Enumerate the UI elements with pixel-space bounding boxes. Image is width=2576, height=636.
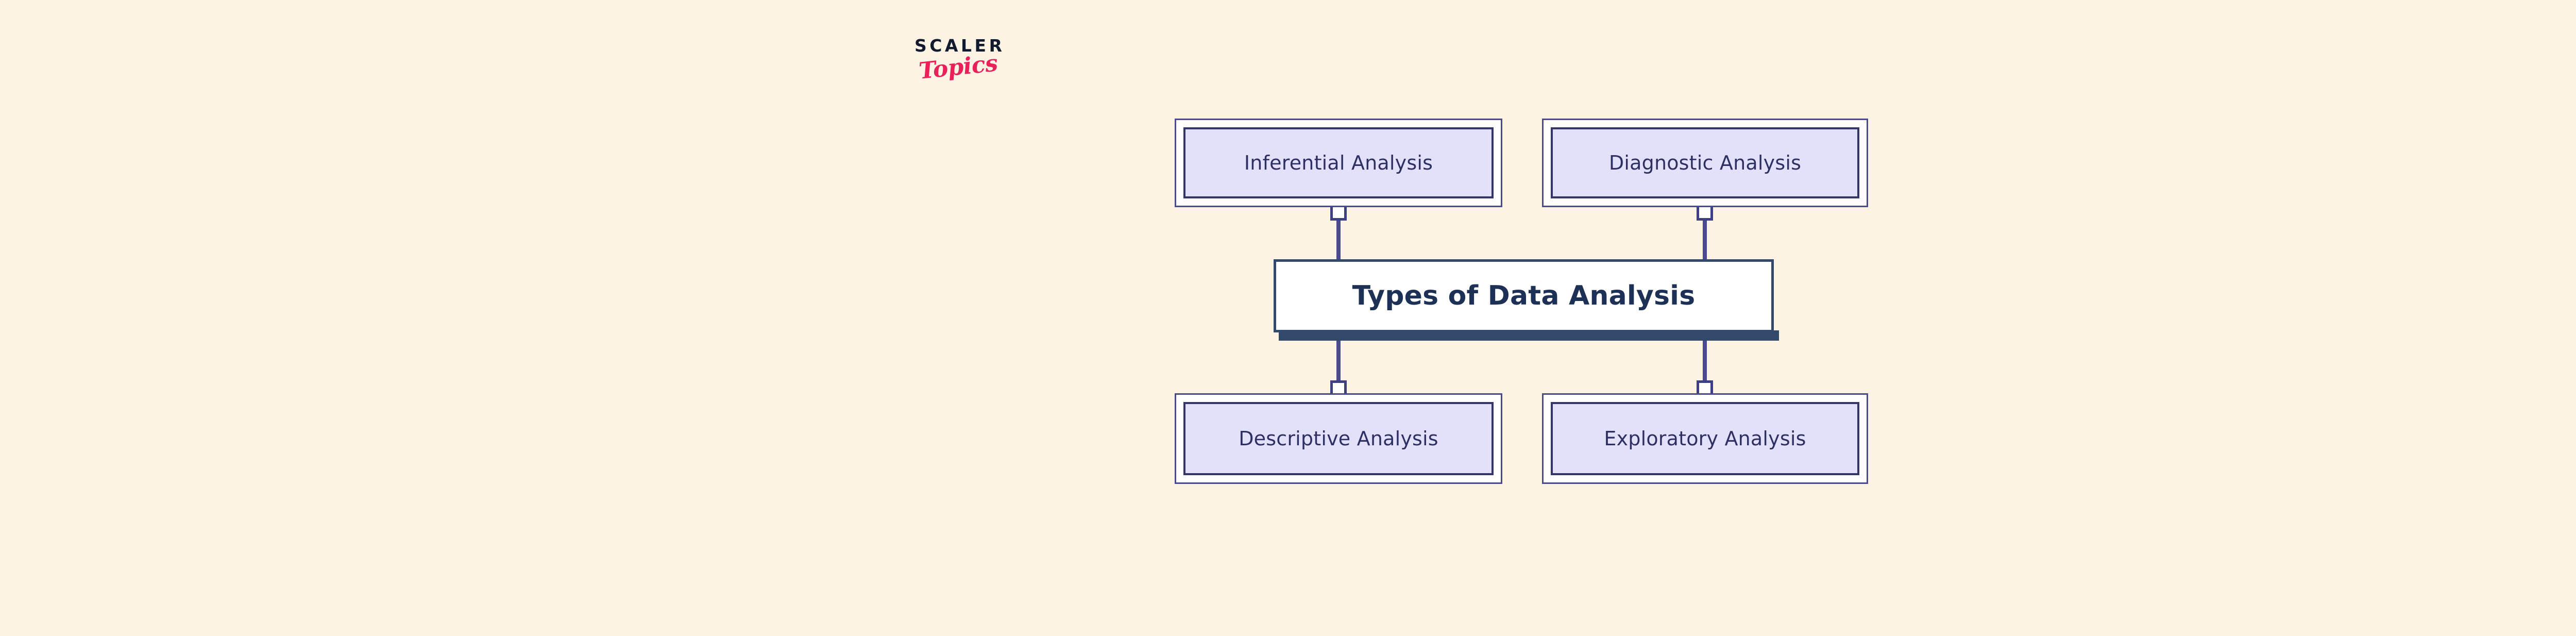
node-inferential-analysis-inner: Inferential Analysis (1183, 127, 1494, 198)
node-diagnostic-analysis[interactable]: Diagnostic Analysis (1542, 119, 1868, 207)
node-diagnostic-analysis-label: Diagnostic Analysis (1608, 152, 1802, 174)
node-descriptive-analysis-inner: Descriptive Analysis (1183, 402, 1494, 475)
node-descriptive-analysis-label: Descriptive Analysis (1239, 427, 1438, 450)
root-node-shadow-bar (1279, 330, 1779, 341)
connector-line-root-to-inferential (1336, 209, 1341, 264)
node-root-types-of-data-analysis[interactable]: Types of Data Analysis (1274, 259, 1774, 332)
scaler-topics-logo: SCALER Topics (899, 37, 1018, 94)
node-exploratory-analysis-label: Exploratory Analysis (1604, 427, 1806, 450)
brand-name-scaler: SCALER (914, 36, 1005, 56)
node-diagnostic-analysis-inner: Diagnostic Analysis (1551, 127, 1859, 198)
connector-line-root-to-descriptive (1336, 336, 1341, 392)
connector-line-root-to-diagnostic (1703, 209, 1707, 264)
connector-line-root-to-exploratory (1703, 336, 1707, 392)
node-inferential-analysis[interactable]: Inferential Analysis (1175, 119, 1502, 207)
node-exploratory-analysis-inner: Exploratory Analysis (1551, 402, 1859, 475)
node-descriptive-analysis[interactable]: Descriptive Analysis (1175, 393, 1502, 484)
node-root-label: Types of Data Analysis (1352, 280, 1696, 311)
node-inferential-analysis-label: Inferential Analysis (1244, 152, 1433, 174)
node-exploratory-analysis[interactable]: Exploratory Analysis (1542, 393, 1868, 484)
